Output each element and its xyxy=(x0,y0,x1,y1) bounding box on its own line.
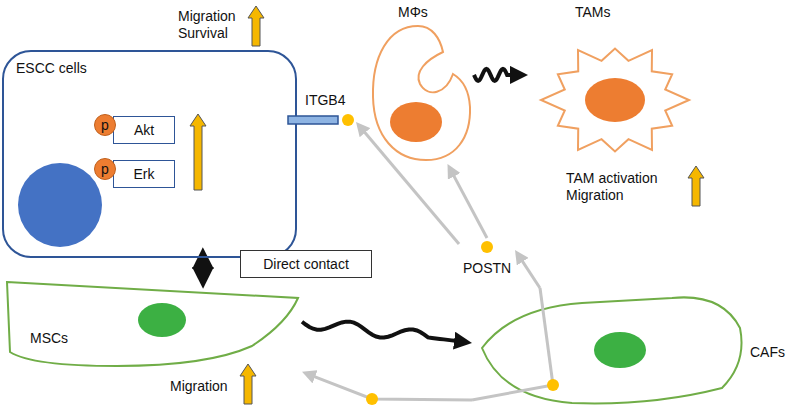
shape xyxy=(528,2,703,164)
nucleus xyxy=(594,332,646,368)
node-label: Akt xyxy=(134,123,154,137)
macrophage-cell: MΦs xyxy=(368,2,474,164)
increase-arrow xyxy=(240,364,256,404)
node-label: Direct contact xyxy=(263,257,349,271)
receptor: ITGB4 xyxy=(286,92,356,132)
signal-arrow xyxy=(520,258,540,288)
signal-arrow xyxy=(452,173,487,238)
caf-cell: CAFs xyxy=(472,288,794,410)
node-label: ESCC cells xyxy=(16,60,87,76)
nucleus xyxy=(585,78,645,122)
cell-outline xyxy=(373,26,470,160)
phospho-mark: p xyxy=(101,118,109,132)
postn-dot xyxy=(547,379,559,391)
cell-outline xyxy=(3,51,296,257)
cell-outline xyxy=(7,282,298,366)
increase-arrow xyxy=(248,6,264,46)
nucleus xyxy=(390,102,442,142)
postn-dot xyxy=(342,114,354,126)
postn-dot xyxy=(366,393,378,405)
kinase-box: Akt xyxy=(113,116,175,144)
node-label: CAFs xyxy=(750,344,785,360)
annotation-box: Migration Survival xyxy=(178,8,250,42)
cancer-cell: pAktpErkESCC cells xyxy=(2,50,297,258)
node-label: ITGB4 xyxy=(305,92,345,108)
node-label: POSTN xyxy=(463,260,511,276)
effect-label: Migration Survival xyxy=(178,8,250,42)
postn-dot xyxy=(481,241,493,253)
shape xyxy=(2,50,297,258)
node-label: MΦs xyxy=(398,4,428,20)
signal-arrow xyxy=(199,263,206,274)
signal-arrow xyxy=(362,129,459,244)
arrow-stem xyxy=(540,288,553,385)
cell-outline xyxy=(482,297,742,403)
node-label: MSCs xyxy=(30,330,68,346)
shape xyxy=(472,288,794,410)
effect-label: TAM activation Migration xyxy=(566,170,684,204)
shape xyxy=(368,2,474,164)
annotation-box: TAM activation Migration xyxy=(566,170,684,204)
transition-arrow xyxy=(474,69,515,81)
transition-arrow xyxy=(302,322,459,342)
postn-ligand: POSTN xyxy=(459,238,515,288)
arrow-stem xyxy=(472,385,553,400)
nucleus xyxy=(138,303,186,337)
increase-arrow xyxy=(688,166,704,206)
effect-label: Migration xyxy=(170,378,228,395)
node-label: TAMs xyxy=(575,4,611,20)
annotation-box: Migration xyxy=(170,378,236,395)
kinase-box: Erk xyxy=(113,160,175,188)
phospho-mark: p xyxy=(101,162,109,176)
nucleus xyxy=(18,163,102,247)
increase-arrow xyxy=(190,114,206,190)
phospho-circle: p xyxy=(94,158,116,180)
contact-box: Direct contact xyxy=(240,250,372,278)
phospho-circle: p xyxy=(94,114,116,136)
msc-cell: MSCs xyxy=(2,278,302,403)
signal-arrow xyxy=(311,375,472,400)
tam-cell: TAMs xyxy=(528,2,703,164)
receptor-bar xyxy=(288,116,338,124)
node-label: Erk xyxy=(134,167,155,181)
cell-outline xyxy=(541,49,689,152)
